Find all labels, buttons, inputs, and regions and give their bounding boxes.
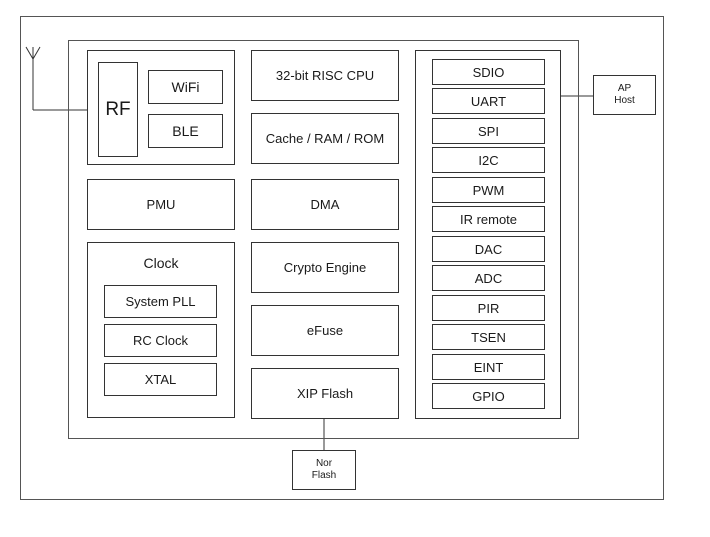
- clock-item-label: XTAL: [144, 372, 177, 387]
- peripheral-adc: ADC: [432, 265, 545, 291]
- board-outline: [20, 16, 664, 500]
- core-xip-flash: XIP Flash: [251, 368, 399, 419]
- peripheral-spi: SPI: [432, 118, 545, 144]
- peripheral-label: EINT: [473, 359, 504, 375]
- peripheral-i2c: I2C: [432, 147, 545, 173]
- peripheral-label: I2C: [478, 152, 499, 168]
- core-label: Cache / RAM / ROM: [265, 131, 385, 146]
- ap-host-label-line1: AP: [617, 83, 632, 94]
- core-label: 32-bit RISC CPU: [275, 68, 375, 83]
- pmu-block: PMU: [87, 179, 235, 230]
- wifi-label: WiFi: [171, 79, 200, 95]
- core-label: DMA: [310, 197, 340, 212]
- nor-flash-label-line2: Flash: [311, 470, 337, 481]
- peripheral-label: DAC: [474, 241, 503, 257]
- clock-title: Clock: [143, 255, 179, 271]
- peripheral-eint: EINT: [432, 354, 545, 380]
- peripheral-uart: UART: [432, 88, 545, 114]
- core-dma: DMA: [251, 179, 399, 230]
- peripheral-label: PWM: [472, 182, 505, 198]
- peripheral-gpio: GPIO: [432, 383, 545, 409]
- peripheral-label: SDIO: [472, 64, 505, 80]
- core-label: Crypto Engine: [283, 260, 367, 275]
- peripheral-label: IR remote: [459, 211, 518, 227]
- clock-item-label: RC Clock: [133, 333, 188, 348]
- peripheral-label: ADC: [474, 270, 503, 286]
- clock-item-rc-clock: RC Clock: [104, 324, 217, 357]
- peripheral-label: UART: [470, 93, 507, 109]
- ap-host-label-line2: Host: [614, 95, 635, 106]
- wifi-block: WiFi: [148, 70, 223, 104]
- ap-host-block: AP Host: [593, 75, 656, 115]
- core-label: XIP Flash: [296, 386, 354, 401]
- peripheral-dac: DAC: [432, 236, 545, 262]
- clock-item-system-pll: System PLL: [104, 285, 217, 318]
- nor-flash-label-line1: Nor: [315, 458, 333, 469]
- peripheral-tsen: TSEN: [432, 324, 545, 350]
- peripheral-label: GPIO: [472, 388, 505, 404]
- peripheral-label: TSEN: [471, 329, 506, 345]
- core-label: eFuse: [306, 323, 344, 338]
- ble-label: BLE: [172, 123, 199, 139]
- chip-outline: [68, 40, 579, 439]
- ble-block: BLE: [148, 114, 223, 148]
- peripheral-label: PIR: [477, 300, 500, 316]
- rf-block: RF: [98, 62, 138, 157]
- peripheral-pwm: PWM: [432, 177, 545, 203]
- core-crypto-engine: Crypto Engine: [251, 242, 399, 293]
- rf-label: RF: [105, 98, 131, 120]
- peripheral-pir: PIR: [432, 295, 545, 321]
- peripheral-label: SPI: [478, 123, 499, 139]
- core-cpu: 32-bit RISC CPU: [251, 50, 399, 101]
- core-cache-ram-rom: Cache / RAM / ROM: [251, 113, 399, 164]
- clock-item-label: System PLL: [125, 294, 196, 309]
- nor-flash-block: Nor Flash: [292, 450, 356, 490]
- core-efuse: eFuse: [251, 305, 399, 356]
- clock-item-xtal: XTAL: [104, 363, 217, 396]
- peripheral-ir-remote: IR remote: [432, 206, 545, 232]
- peripheral-sdio: SDIO: [432, 59, 545, 85]
- pmu-label: PMU: [146, 197, 176, 212]
